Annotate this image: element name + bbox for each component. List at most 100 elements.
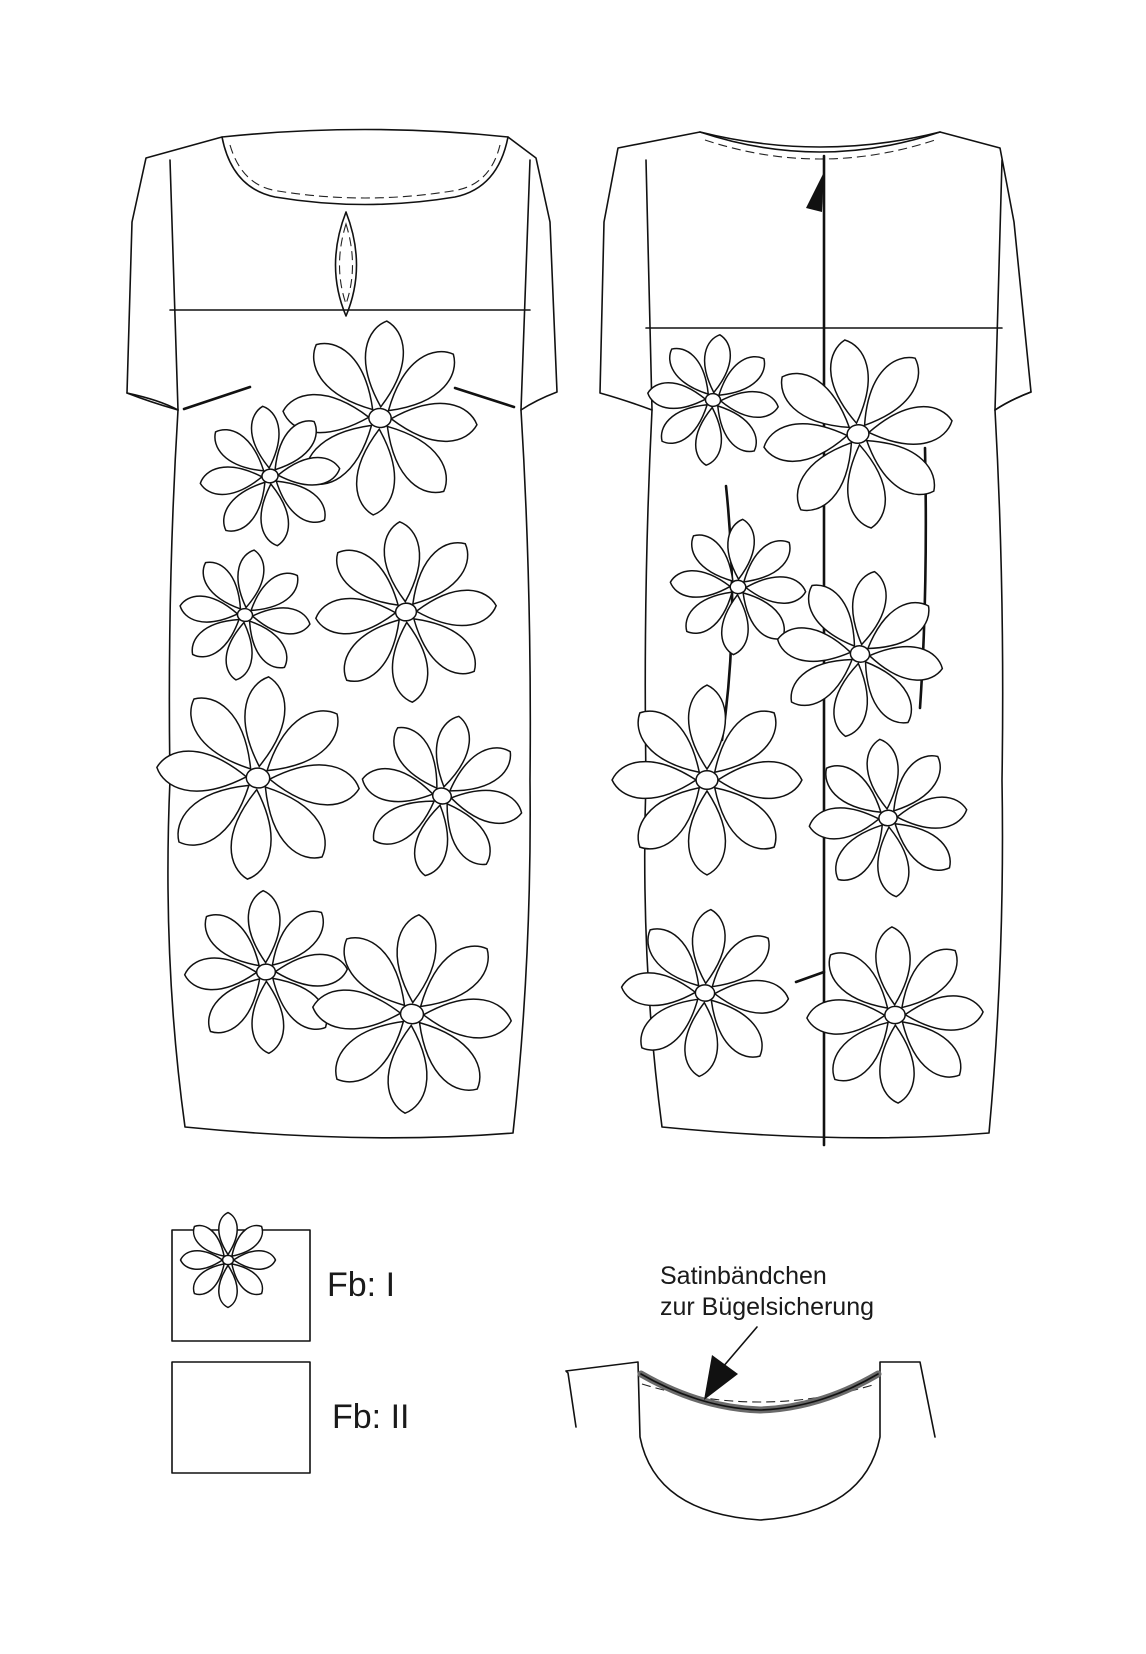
flower-petal [691, 534, 734, 583]
flower-petal [901, 1020, 962, 1078]
front-neckline-stitch [229, 144, 501, 199]
flower-petal [864, 660, 913, 724]
flower-petal [414, 803, 449, 877]
flower-petal [744, 576, 807, 604]
flower-motif [808, 738, 968, 898]
flower-motif [311, 913, 513, 1115]
flower-center [261, 468, 279, 484]
flower-petal [232, 1250, 277, 1270]
flower-center [878, 809, 898, 827]
flower-petal [646, 382, 707, 410]
flower-petal [335, 1020, 405, 1083]
front-right-bust-dart [453, 386, 516, 409]
flower-petal [620, 972, 697, 1007]
flower-petal [225, 621, 253, 681]
flower-petal [419, 945, 489, 1008]
flower-petal [796, 441, 853, 512]
flower-center [695, 770, 719, 790]
flower-petal [611, 760, 698, 800]
flower-petal [251, 607, 311, 635]
flower-petal [867, 405, 953, 445]
flower-petal [647, 928, 700, 987]
flower-petal [828, 952, 889, 1010]
flower-motif [179, 549, 311, 681]
back-zipper-pull [806, 172, 824, 212]
fabric-two-swatch [171, 1361, 311, 1474]
flower-petal [190, 697, 252, 770]
flower-petal [387, 350, 456, 412]
flower-petal [207, 977, 261, 1034]
flower-motif [282, 320, 478, 516]
flower-center [884, 1005, 906, 1025]
flower-petal [156, 750, 248, 792]
flower-petal [271, 910, 325, 967]
back-left-sleeve-seam [645, 159, 653, 411]
flower-petal [391, 621, 429, 704]
flower-petal [268, 764, 360, 806]
flower-motif [620, 908, 790, 1078]
back-right-sleeve-seam [994, 159, 1003, 411]
flower-motif [156, 676, 360, 880]
back-right-dart-sleeve [994, 391, 1032, 411]
flower-petal [847, 443, 887, 529]
flower-petal [248, 619, 288, 669]
flower-petal [695, 406, 723, 467]
flower-petal [852, 570, 887, 646]
flower-petal [892, 755, 941, 812]
flower-center [221, 1254, 235, 1266]
flower-petal [343, 937, 406, 1007]
flower-petal [449, 789, 523, 824]
flower-motif [611, 684, 803, 876]
flower-motif [314, 520, 498, 704]
flower-center [394, 602, 418, 622]
callout-text-line1: Satinbändchen [660, 1262, 827, 1290]
flower-motif [763, 339, 953, 529]
flower-petal [866, 738, 899, 811]
flower-petal [364, 320, 405, 409]
flower-petal [691, 908, 726, 985]
flower-petal [383, 520, 421, 603]
flower-petal [727, 518, 755, 581]
flower-petal [192, 1262, 226, 1296]
flower-petal [721, 593, 749, 656]
flower-petal [448, 747, 512, 792]
flower-petal [763, 423, 849, 463]
flower-petal [713, 979, 790, 1014]
flower-petal [355, 427, 396, 516]
flower-petal [877, 825, 910, 898]
flower-petal [894, 822, 951, 871]
flower-petal [742, 540, 791, 583]
flower-petal [716, 760, 803, 800]
flower-petal [247, 889, 281, 965]
flower-print-layer [156, 320, 984, 1115]
flower-petal [389, 402, 478, 443]
front-keyhole-facing [338, 222, 354, 306]
flower-petal [192, 1224, 226, 1258]
flower-petal [808, 807, 881, 840]
flower-petal [435, 715, 470, 789]
flower-petal [835, 824, 884, 881]
flower-petal [202, 561, 242, 611]
flower-petal [250, 405, 280, 470]
flower-motif [361, 715, 523, 877]
legend-flower-motif [179, 1211, 277, 1309]
flower-petal [179, 595, 239, 623]
flower-petal [386, 425, 448, 494]
flower-petal [865, 439, 936, 496]
flower-petal [446, 802, 491, 866]
flower-motif [776, 570, 944, 738]
flower-center [729, 579, 747, 595]
flower-petal [900, 948, 958, 1009]
flower-petal [204, 913, 261, 967]
flower-petal [418, 1021, 481, 1091]
flower-center [236, 607, 254, 623]
flower-petal [711, 935, 770, 988]
flower-center [849, 645, 871, 663]
flower-petal [411, 542, 469, 606]
flower-petal [244, 676, 286, 768]
flower-petal [710, 999, 763, 1058]
flower-petal [271, 977, 328, 1031]
front-left-sleeve-seam [169, 159, 179, 411]
flower-petal [396, 913, 437, 1004]
